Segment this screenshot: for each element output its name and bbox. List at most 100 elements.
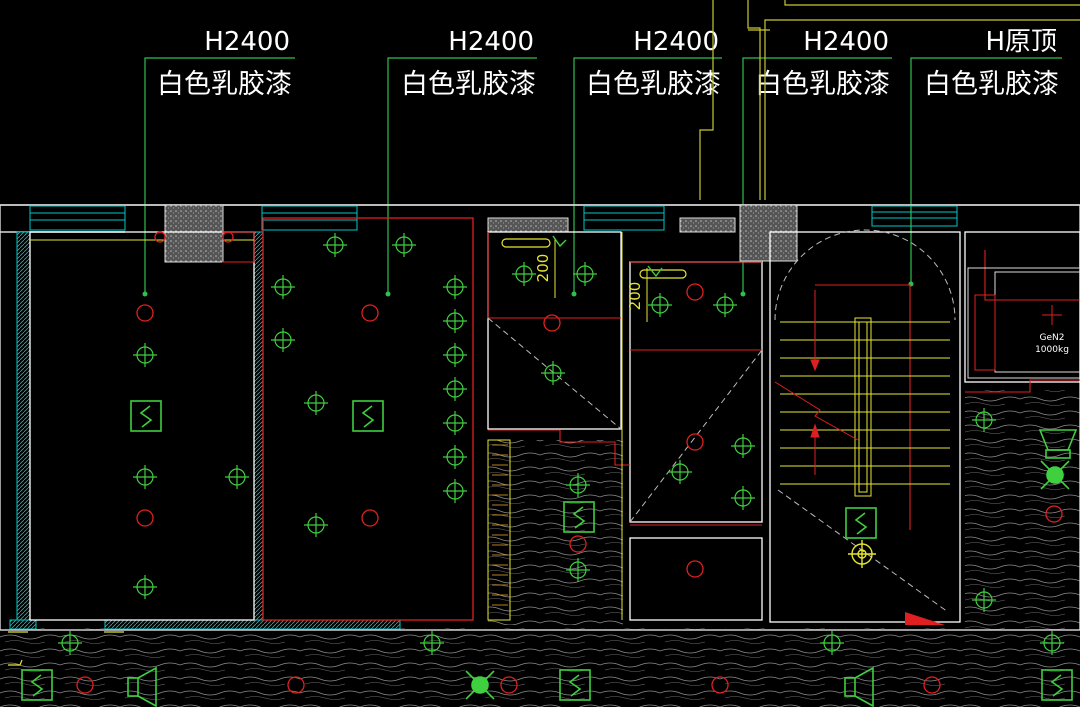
downlight-icon bbox=[543, 314, 561, 332]
speaker-icon bbox=[127, 666, 157, 707]
spotlight-icon bbox=[443, 309, 467, 333]
spotlight-icon bbox=[512, 262, 536, 286]
downlight-icon bbox=[136, 304, 154, 322]
downlight-icon bbox=[222, 231, 234, 243]
spotlights bbox=[58, 233, 1064, 655]
ceiling-code-2: H2400 bbox=[448, 27, 534, 57]
smoke-detector-icon bbox=[21, 669, 53, 701]
wall-hatching bbox=[9, 231, 401, 630]
downlight-icon bbox=[361, 304, 379, 322]
void-markers bbox=[487, 317, 763, 523]
spotlight-icon bbox=[731, 486, 755, 510]
smoke-detector-icon bbox=[130, 400, 162, 432]
staircase bbox=[780, 317, 950, 497]
spotlight-icon bbox=[443, 275, 467, 299]
emergency-light-icon bbox=[1040, 460, 1070, 490]
smoke-detector-icon bbox=[845, 507, 877, 539]
emergency-lights bbox=[465, 460, 1070, 700]
spotlight-icon bbox=[271, 328, 295, 352]
concrete-columns bbox=[164, 204, 798, 263]
spotlight-icon bbox=[420, 631, 444, 655]
ceiling-routing-lines bbox=[699, 0, 1080, 200]
dimension-text-b: 200 bbox=[626, 282, 644, 311]
spotlight-icon bbox=[443, 411, 467, 435]
ceiling-code-4: H2400 bbox=[803, 27, 889, 57]
spotlight-icon bbox=[271, 275, 295, 299]
ceiling-note-1: H2400 白色乳胶漆 bbox=[157, 27, 292, 100]
stair-red-marker bbox=[905, 612, 945, 625]
storage-shelf bbox=[492, 444, 508, 606]
ceiling-material-1: 白色乳胶漆 bbox=[157, 69, 292, 100]
spotlight-icon bbox=[133, 465, 157, 489]
spotlight-icon bbox=[541, 361, 565, 385]
spotlight-icon bbox=[972, 408, 996, 432]
smoke-detector-icon bbox=[563, 501, 595, 533]
spotlight-icon bbox=[304, 391, 328, 415]
spotlight-icon bbox=[133, 575, 157, 599]
smoke-detector-icon bbox=[1041, 669, 1073, 701]
ceiling-material-5: 白色乳胶漆 bbox=[924, 69, 1059, 100]
spotlight-icon bbox=[443, 445, 467, 469]
ceiling-note-4: H2400 白色乳胶漆 bbox=[755, 27, 890, 100]
ceiling-contour bbox=[30, 232, 623, 621]
dimension-200-a: 200 bbox=[534, 238, 556, 298]
smoke-detectors bbox=[21, 400, 1073, 701]
speakers bbox=[127, 429, 1078, 707]
spotlight-icon bbox=[1040, 631, 1064, 655]
spotlight-icon bbox=[573, 262, 597, 286]
downlight-icon bbox=[686, 433, 704, 451]
spotlight-icon bbox=[731, 434, 755, 458]
downlight-icon bbox=[76, 676, 94, 694]
emergency-light-icon bbox=[465, 670, 495, 700]
spotlight-icon bbox=[648, 293, 672, 317]
window-strips bbox=[29, 205, 958, 231]
downlight-icon bbox=[686, 560, 704, 578]
linear-light-icon bbox=[501, 238, 687, 279]
speaker-icon bbox=[1038, 429, 1078, 459]
smoke-detector-icon bbox=[559, 669, 591, 701]
spotlight-icon bbox=[323, 233, 347, 257]
elevator: GeN2 1000kg bbox=[967, 267, 1080, 379]
room-boundaries bbox=[29, 217, 1080, 623]
stair-arch bbox=[774, 229, 956, 613]
spotlight-icon bbox=[304, 513, 328, 537]
fire-sprinkler-icon bbox=[848, 540, 876, 568]
downlight-icon bbox=[711, 676, 729, 694]
downlight-icon bbox=[136, 509, 154, 527]
ceiling-code-5: H原顶 bbox=[985, 27, 1057, 57]
ceiling-material-4: 白色乳胶漆 bbox=[755, 69, 890, 100]
spotlight-icon bbox=[566, 473, 590, 497]
ceiling-note-2: H2400 白色乳胶漆 bbox=[401, 27, 536, 100]
downlight-icon bbox=[154, 231, 166, 243]
spotlight-icon bbox=[713, 293, 737, 317]
downlight-icon bbox=[287, 676, 305, 694]
spotlight-icon bbox=[820, 631, 844, 655]
downlights bbox=[76, 231, 1063, 694]
downlight-icon bbox=[1045, 505, 1063, 523]
ceiling-material-3: 白色乳胶漆 bbox=[586, 69, 721, 100]
wood-floor-pattern bbox=[0, 390, 1080, 707]
ceiling-note-5: H原顶 白色乳胶漆 bbox=[924, 27, 1059, 100]
ceiling-note-3: H2400 白色乳胶漆 bbox=[586, 27, 721, 100]
dimension-200-b: 200 bbox=[626, 268, 648, 322]
ceiling-outlines bbox=[222, 231, 1080, 530]
downlight-icon bbox=[361, 509, 379, 527]
smoke-detector-icon bbox=[352, 400, 384, 432]
downlight-icon bbox=[923, 676, 941, 694]
downlight-icon bbox=[686, 283, 704, 301]
ceiling-code-3: H2400 bbox=[633, 27, 719, 57]
spotlight-icon bbox=[566, 558, 590, 582]
spotlight-icon bbox=[668, 460, 692, 484]
spotlight-icon bbox=[443, 479, 467, 503]
speaker-icon bbox=[844, 666, 874, 707]
spotlight-icon bbox=[58, 631, 82, 655]
elevator-label: GeN2 bbox=[1040, 333, 1065, 343]
stair-arrows bbox=[774, 290, 859, 475]
spotlight-icon bbox=[225, 465, 249, 489]
ceiling-material-2: 白色乳胶漆 bbox=[401, 69, 536, 100]
spotlight-icon bbox=[443, 377, 467, 401]
downlight-icon bbox=[500, 676, 518, 694]
spotlight-icon bbox=[443, 343, 467, 367]
spotlight-icon bbox=[392, 233, 416, 257]
